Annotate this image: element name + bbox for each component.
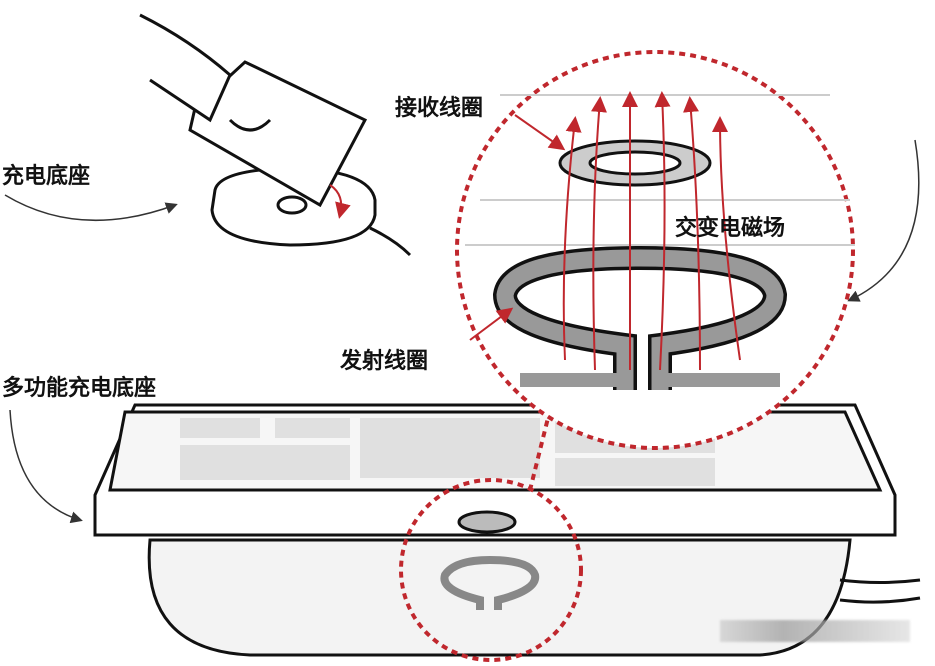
pointer-arrow-multi-base — [9, 409, 83, 524]
small-receiver-coil — [457, 510, 517, 534]
blurred-watermark — [720, 620, 910, 642]
zoom-circle-small — [399, 478, 583, 662]
label-charging-base: 充电底座 — [2, 164, 91, 189]
label-transmitter-coil: 发射线圈 — [340, 349, 429, 374]
small-charger-illustration — [139, 13, 412, 257]
charge-arrow-small — [329, 184, 351, 219]
pointer-arrow-right — [847, 139, 920, 302]
label-multi-charging-base: 多功能充电底座 — [2, 376, 157, 401]
magnetic-field-lines — [562, 91, 741, 371]
pointer-arrow-charging-base — [4, 194, 178, 222]
label-receiver-coil: 接收线圈 — [395, 96, 484, 121]
label-alternating-field: 交变电磁场 — [675, 216, 786, 241]
small-transmitter-coil — [440, 555, 540, 610]
